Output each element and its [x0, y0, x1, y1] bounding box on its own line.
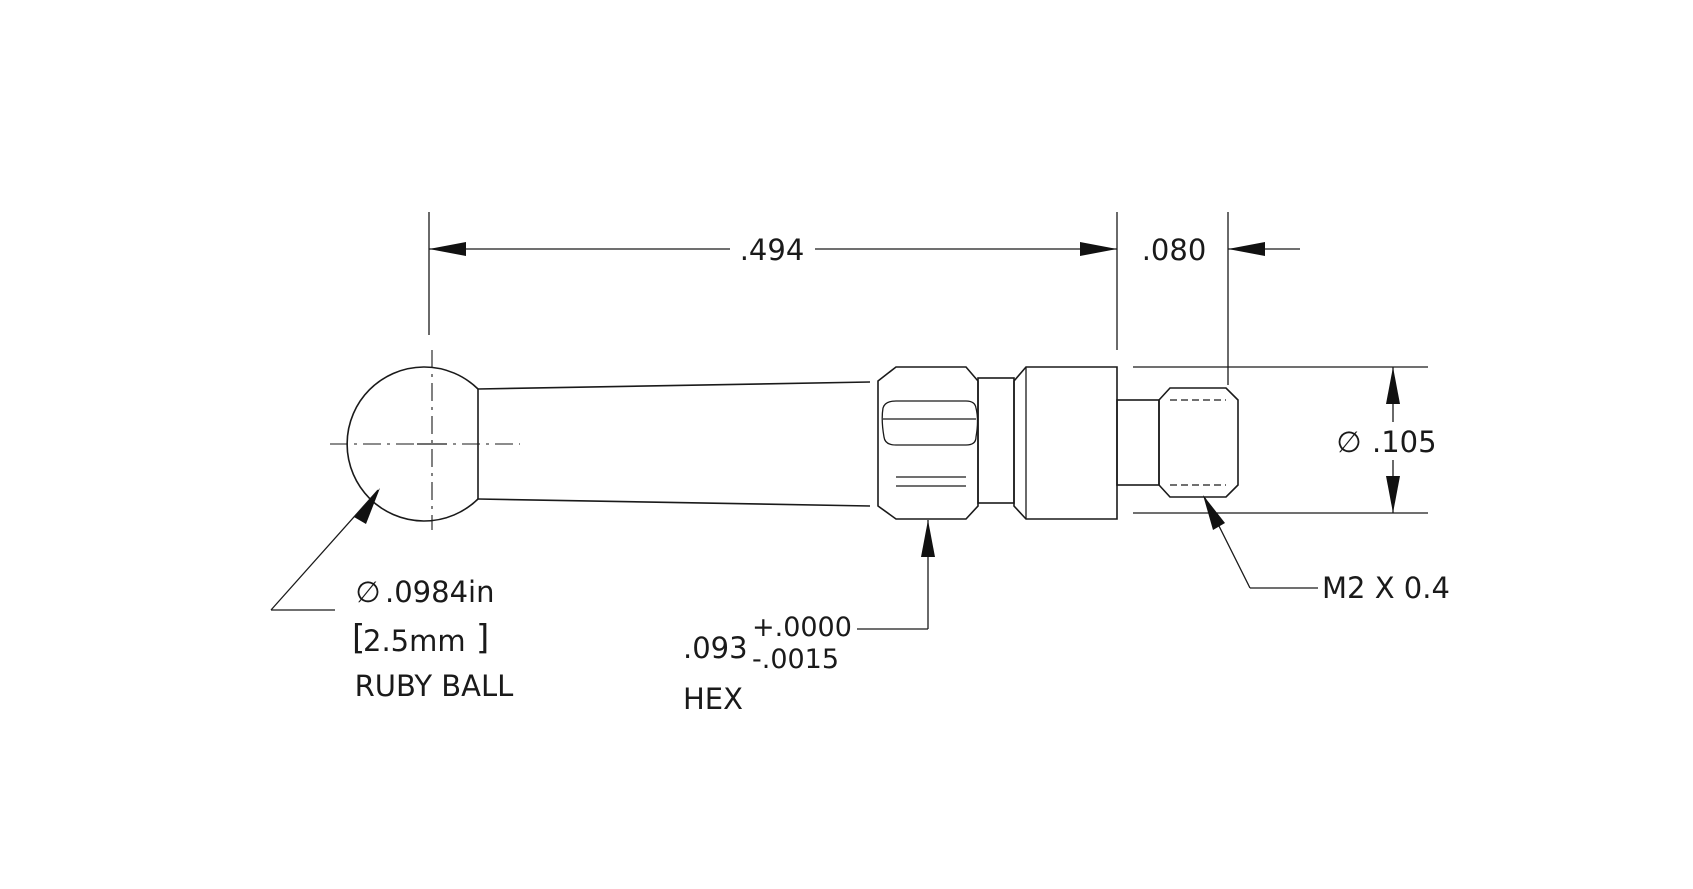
tapered-stem	[477, 381, 871, 507]
hex-tolerance-plus: +.0000	[752, 612, 852, 643]
hex-label: HEX	[683, 682, 743, 716]
ball-callout: ∅ .0984in [ 2.5mm ] RUBY BALL	[270, 488, 514, 703]
ruby-ball	[330, 350, 520, 530]
arrowhead	[1386, 476, 1400, 513]
thread-callout: M2 X 0.4	[1203, 495, 1450, 605]
arrowhead	[1203, 495, 1225, 530]
hex-tolerance-minus: -.0015	[752, 644, 839, 675]
diameter-symbol: ∅	[1336, 425, 1361, 459]
diameter-value: .105	[1372, 425, 1437, 459]
arrowhead	[354, 488, 380, 524]
threaded-end	[1116, 387, 1239, 498]
collar	[977, 366, 1118, 520]
mm-bracket-close: ]	[476, 618, 489, 658]
hex-nominal: .093	[683, 631, 748, 665]
thread-length-dimension: .080	[1142, 212, 1300, 385]
thread-length-value: .080	[1142, 233, 1207, 267]
length-dimension: .494	[428, 212, 1118, 350]
mm-bracket-open: [	[352, 618, 365, 658]
hex-section	[877, 366, 979, 520]
arrowhead	[429, 242, 466, 256]
thread-spec: M2 X 0.4	[1322, 571, 1450, 605]
ball-diameter-symbol: ∅	[355, 575, 380, 609]
arrowhead	[921, 520, 935, 557]
ball-name: RUBY BALL	[355, 669, 514, 703]
ball-diameter-mm: 2.5mm	[363, 624, 466, 658]
diameter-dimension: ∅ .105	[1133, 366, 1437, 514]
hex-callout: .093 +.0000 -.0015 HEX	[683, 520, 935, 716]
arrowhead	[1080, 242, 1117, 256]
length-value: .494	[740, 233, 805, 267]
arrowhead	[1386, 367, 1400, 404]
ball-diameter-in: .0984in	[385, 575, 494, 609]
arrowhead	[1228, 242, 1265, 256]
